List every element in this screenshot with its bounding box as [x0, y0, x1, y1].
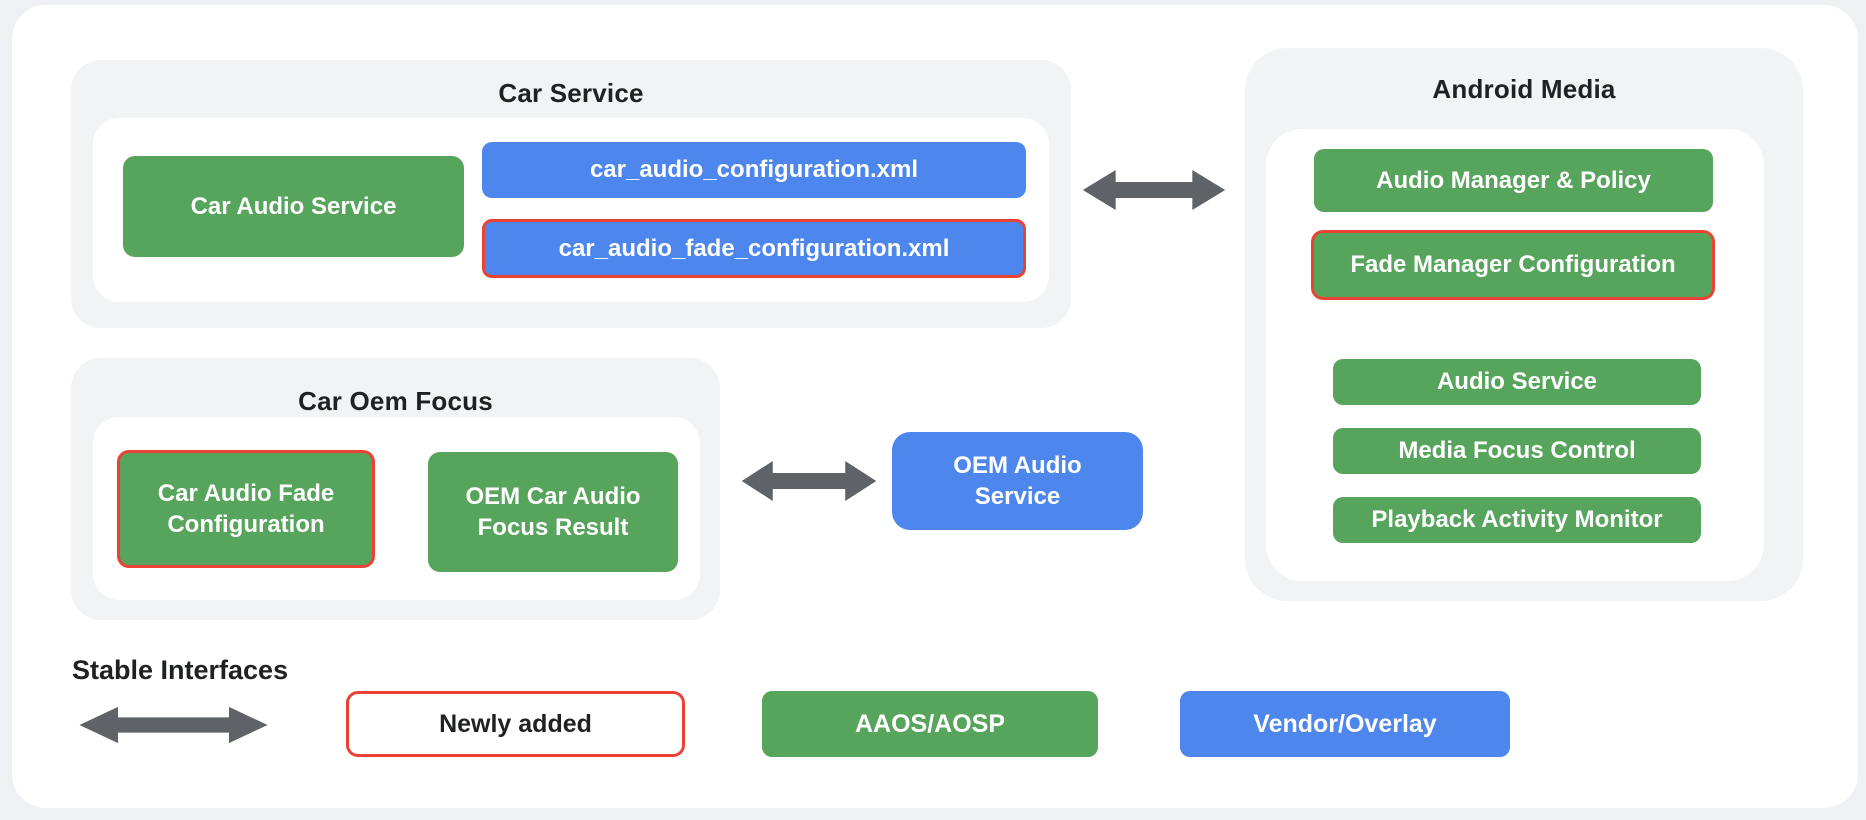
car-service-title: Car Service: [498, 78, 644, 108]
legend-aaos-aosp-box: AAOS/AOSP: [762, 691, 1098, 757]
car-oem-focus-title: Car Oem Focus: [298, 386, 493, 416]
oem-audio-service-label: OEM Audio Service: [953, 451, 1082, 510]
fade-manager-configuration-box: Fade Manager Configuration: [1311, 230, 1715, 300]
android-media-container: Android Media Audio Manager & Policy Fad…: [1245, 48, 1803, 601]
fade-manager-configuration-label: Fade Manager Configuration: [1350, 251, 1676, 279]
legend-vendor-overlay-box: Vendor/Overlay: [1180, 691, 1510, 757]
car-audio-configuration-xml-label: car_audio_configuration.xml: [589, 156, 919, 184]
car-audio-service-box: Car Audio Service: [123, 156, 464, 257]
oem-car-audio-focus-result-label: OEM Car Audio Focus Result: [465, 482, 641, 541]
car-audio-fade-configuration-box: Car Audio Fade Configuration: [117, 450, 375, 568]
bidirectional-arrow-icon: [740, 459, 878, 503]
car-service-container: Car Service Car Audio Service car_audio_…: [71, 60, 1071, 328]
car-oem-focus-container: Car Oem Focus Car Audio Fade Configurati…: [71, 358, 720, 620]
audio-manager-policy-label: Audio Manager & Policy: [1376, 166, 1651, 194]
legend-newly-added-label: Newly added: [439, 709, 592, 738]
stable-interface-arrow-icon: [77, 704, 270, 746]
media-focus-control-label: Media Focus Control: [1398, 437, 1636, 465]
android-media-title: Android Media: [1432, 74, 1616, 104]
car-audio-configuration-xml-box: car_audio_configuration.xml: [482, 142, 1026, 198]
car-audio-fade-configuration-label: Car Audio Fade Configuration: [157, 479, 335, 538]
legend-aaos-aosp-label: AAOS/AOSP: [854, 709, 1006, 738]
oem-audio-service-box: OEM Audio Service: [892, 432, 1143, 530]
car-audio-fade-configuration-xml-box: car_audio_fade_configuration.xml: [482, 219, 1026, 278]
audio-service-label: Audio Service: [1436, 368, 1598, 396]
legend-vendor-overlay-label: Vendor/Overlay: [1253, 709, 1437, 738]
bidirectional-arrow-icon: [1081, 168, 1227, 212]
media-focus-control-box: Media Focus Control: [1333, 428, 1701, 474]
legend-stable-interfaces-title: Stable Interfaces: [72, 655, 289, 685]
audio-service-box: Audio Service: [1333, 359, 1701, 405]
audio-manager-policy-box: Audio Manager & Policy: [1314, 149, 1713, 212]
legend-newly-added-box: Newly added: [346, 691, 685, 757]
car-audio-service-label: Car Audio Service: [190, 192, 397, 220]
playback-activity-monitor-box: Playback Activity Monitor: [1333, 497, 1701, 543]
car-audio-fade-configuration-xml-label: car_audio_fade_configuration.xml: [558, 234, 950, 262]
oem-car-audio-focus-result-box: OEM Car Audio Focus Result: [428, 452, 678, 572]
playback-activity-monitor-label: Playback Activity Monitor: [1371, 506, 1663, 534]
